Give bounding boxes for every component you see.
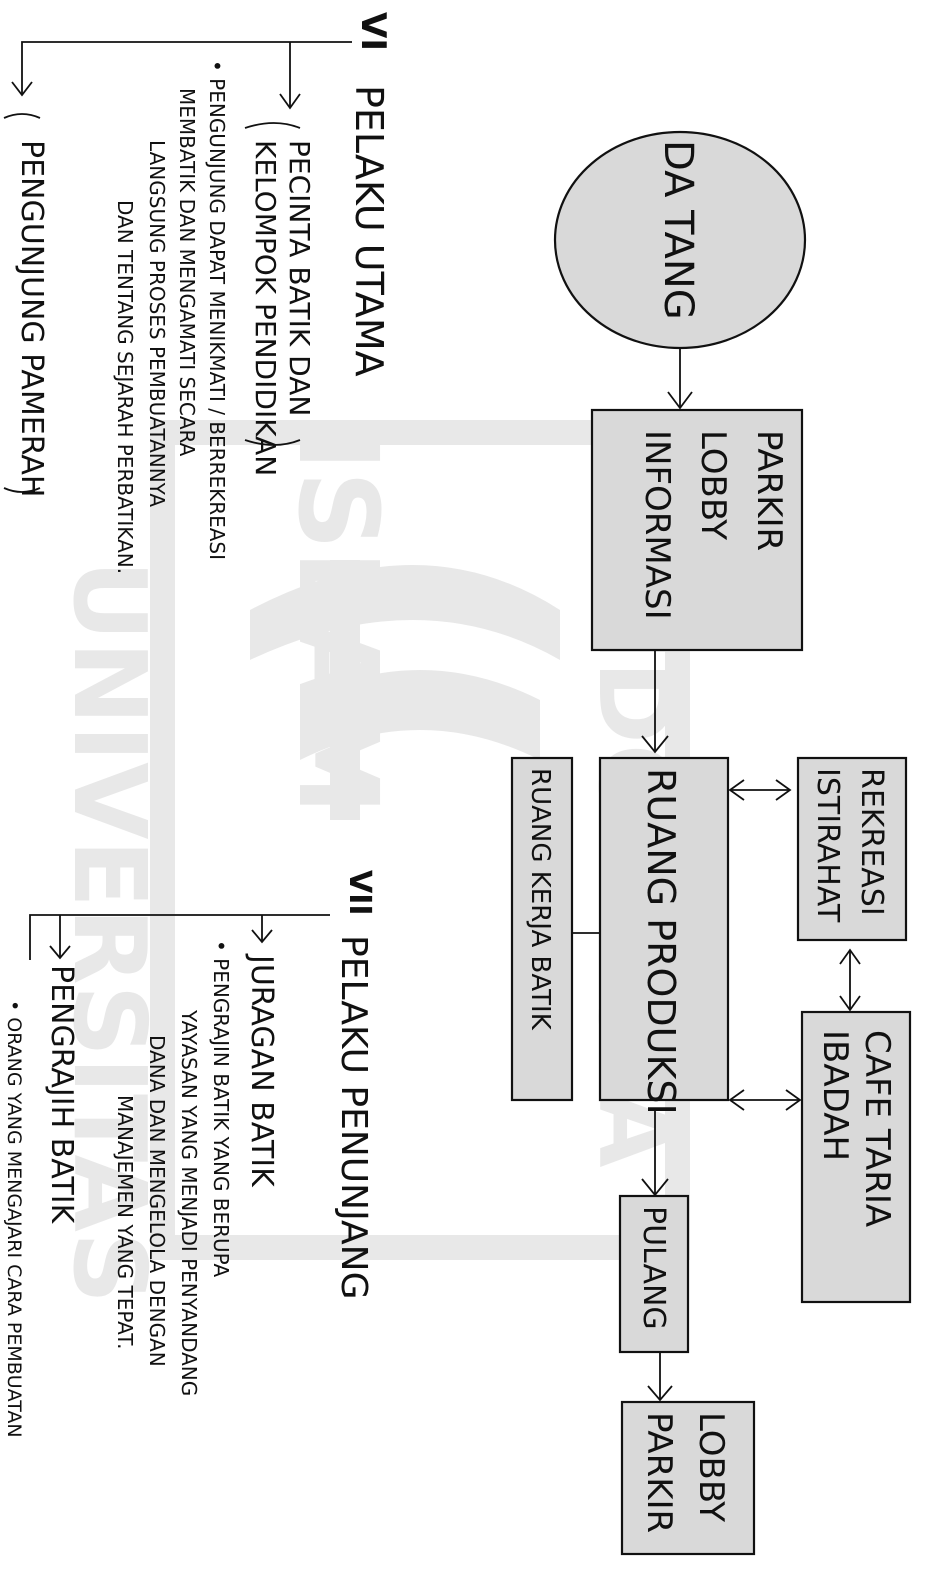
produksi-cafe-head-b bbox=[785, 1089, 802, 1111]
node-ruang-kerja-batik: RUANG KERJA BATIK bbox=[510, 756, 574, 1102]
juragan-label: JURAGAN BATIK bbox=[244, 953, 279, 1188]
utama-numeral: VI bbox=[353, 12, 393, 51]
produksi-rekreasi-head-a bbox=[728, 779, 745, 801]
utama-desc-line2: MEMBATIK DAN MENGAMATI SECARA bbox=[175, 88, 199, 457]
informasi-label: INFORMASI bbox=[637, 430, 677, 620]
produksi-label: RUANG PRODUKSI bbox=[639, 768, 683, 1115]
datang-circle bbox=[553, 130, 807, 350]
datang-label: DA TANG bbox=[655, 140, 701, 320]
produksi-rekreasi-head-b bbox=[775, 779, 792, 801]
section-pelaku-utama: VI PELAKU UTAMA PECINTA BATIK DAN KELOMP… bbox=[3, 12, 393, 574]
penunjang-branch-2-head bbox=[49, 945, 71, 960]
penunjang-bracket bbox=[29, 914, 330, 960]
watermark-emblem bbox=[250, 560, 560, 820]
utama-group1-paren-open bbox=[244, 122, 301, 129]
lobby-arrowhead bbox=[647, 1385, 673, 1402]
watermark-top-text: ISLAM bbox=[274, 430, 402, 815]
rekreasi-cafe-head-b bbox=[839, 995, 861, 1012]
cafe-label: CAFE TARIA bbox=[857, 1030, 897, 1227]
kerja-label: RUANG KERJA BATIK bbox=[525, 768, 555, 1031]
watermark-left-text: UNIVERSITAS bbox=[51, 560, 168, 1304]
node-lobby-parkir: LOBBY PARKIR bbox=[620, 1400, 756, 1556]
parkir-label: PARKIR bbox=[749, 430, 789, 551]
produksi-arrowhead bbox=[641, 735, 669, 754]
pengrajin-desc: • ORANG YANG MENGAJARI CARA PEMBUATAN bbox=[3, 1000, 25, 1438]
connectors bbox=[572, 345, 861, 1402]
lobby-parkir-box bbox=[620, 1400, 756, 1556]
utama-group2: PENGUNJUNG PAMERAH bbox=[14, 140, 49, 497]
utama-branch-2-head bbox=[11, 81, 33, 97]
node-pulang: PULANG bbox=[618, 1194, 690, 1354]
utama-desc-line1: • PENGUNJUNG DAPAT MENIKMATI / BERREKREA… bbox=[205, 60, 229, 560]
pengrajin-label: PENGRAJIH BATIK bbox=[44, 965, 79, 1225]
parkir2-label: PARKIR bbox=[639, 1412, 679, 1533]
produksi-box bbox=[598, 756, 730, 1102]
juragan-desc-line2: YAYASAN YANG MENJADI PENYANDANG bbox=[177, 1009, 201, 1396]
kerja-box bbox=[510, 756, 574, 1102]
node-cafe-ibadah: CAFE TARIA IBADAH bbox=[800, 1010, 912, 1304]
datang-arrowhead bbox=[667, 391, 693, 410]
penunjang-numeral: VII bbox=[342, 870, 377, 916]
utama-group1-line2: KELOMPOK PENDIDIKAN bbox=[249, 140, 282, 476]
utama-desc-line3: LANGSUNG PROSES PEMBUATANNYA bbox=[145, 140, 169, 507]
utama-group1-paren-close bbox=[244, 439, 301, 446]
utama-group2-paren-open bbox=[3, 113, 41, 119]
juragan-desc-line1: • PENGRAJIN BATIK YANG BERUPA bbox=[209, 940, 233, 1277]
node-datang: DA TANG bbox=[553, 130, 807, 350]
flow-nodes: DA TANG PARKIR LOBBY INFORMASI REKREASI … bbox=[510, 130, 912, 1556]
utama-bracket bbox=[21, 41, 352, 95]
section-pelaku-penunjang: VII PELAKU PENUNJANG JURAGAN BATIK • PEN… bbox=[3, 870, 377, 1438]
node-parkir-lobby-informasi: PARKIR LOBBY INFORMASI bbox=[590, 408, 804, 652]
utama-title: PELAKU UTAMA bbox=[347, 85, 391, 377]
lobby2-label: LOBBY bbox=[691, 1412, 731, 1522]
node-ruang-produksi: RUANG PRODUKSI bbox=[598, 756, 730, 1115]
pulang-label: PULANG bbox=[636, 1206, 671, 1330]
rekreasi-cafe-head-a bbox=[839, 948, 861, 965]
juragan-desc-line3: DANA DAN MENGELOLA DENGAN bbox=[145, 1035, 169, 1367]
lobby-label: LOBBY bbox=[693, 430, 733, 540]
rekreasi-label: REKREASI bbox=[854, 768, 889, 916]
parkir-box bbox=[590, 408, 804, 652]
utama-group2-paren-close bbox=[3, 487, 41, 493]
utama-desc-line4: DAN TENTANG SEJARAH PERBATIKAN. bbox=[113, 200, 137, 574]
rekreasi-box bbox=[796, 756, 908, 942]
cafe-box bbox=[800, 1010, 912, 1304]
utama-group1-line1: PECINTA BATIK DAN bbox=[283, 140, 316, 416]
penunjang-title: PELAKU PENUNJANG bbox=[333, 935, 374, 1300]
istirahat-label: ISTIRAHAT bbox=[810, 768, 845, 923]
produksi-cafe-head-a bbox=[728, 1089, 745, 1111]
penunjang-branch-1-head bbox=[251, 929, 273, 944]
utama-branch-1-head bbox=[279, 93, 301, 110]
pulang-box bbox=[618, 1194, 690, 1354]
juragan-desc-line4: MANAJEMEN YANG TEPAT. bbox=[113, 1095, 137, 1349]
ibadah-label: IBADAH bbox=[815, 1030, 855, 1161]
node-rekreasi-istirahat: REKREASI ISTIRAHAT bbox=[796, 756, 908, 942]
